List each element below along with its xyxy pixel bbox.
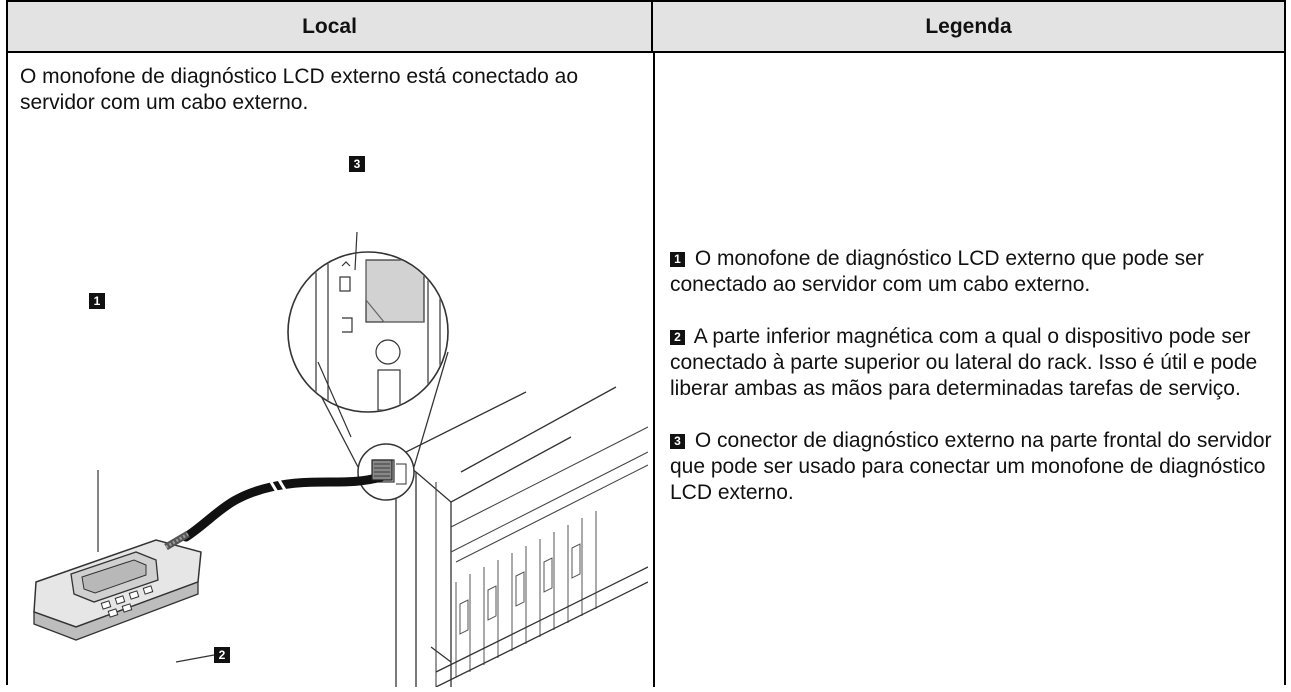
lcd-handset-drawing (33, 530, 202, 641)
legend-text: O conector de diagnóstico externo na par… (670, 429, 1272, 504)
legend-list: 1 O monofone de diagnóstico LCD externo … (670, 246, 1280, 532)
cable-plug (371, 459, 393, 481)
illustration-svg (33, 231, 649, 688)
external-cable (181, 472, 386, 542)
callout-3: 3 (349, 156, 365, 172)
callout-1: 1 (89, 293, 105, 309)
intro-text: O monofone de diagnóstico LCD externo es… (20, 65, 579, 114)
legend-item: 1 O monofone de diagnóstico LCD externo … (670, 246, 1280, 298)
legend-text: O monofone de diagnóstico LCD externo qu… (670, 247, 1204, 296)
legend-badge: 1 (670, 252, 685, 267)
zoom-circle (287, 251, 449, 413)
header-legend-label: Legenda (925, 14, 1012, 38)
server-chassis-drawing (395, 386, 649, 688)
header-local: Local (8, 2, 653, 53)
callout-leaders (97, 231, 358, 663)
legend-item: 2 A parte inferior magnética com a qual … (670, 324, 1280, 402)
legend-text: A parte inferior magnética com a qual o … (670, 325, 1258, 400)
content-table: Local Legenda O monofone de diagnóstico … (6, 0, 1286, 688)
legend-badge: 2 (670, 330, 685, 345)
legend-badge: 3 (670, 434, 685, 449)
callout-2: 2 (214, 647, 230, 663)
column-divider (653, 53, 655, 687)
header-legend: Legenda (653, 2, 1284, 53)
legend-item: 3 O conector de diagnóstico externo na p… (670, 428, 1280, 506)
diagnostic-handset-illustration: 1 2 3 (16, 142, 649, 688)
header-local-label: Local (302, 14, 357, 38)
